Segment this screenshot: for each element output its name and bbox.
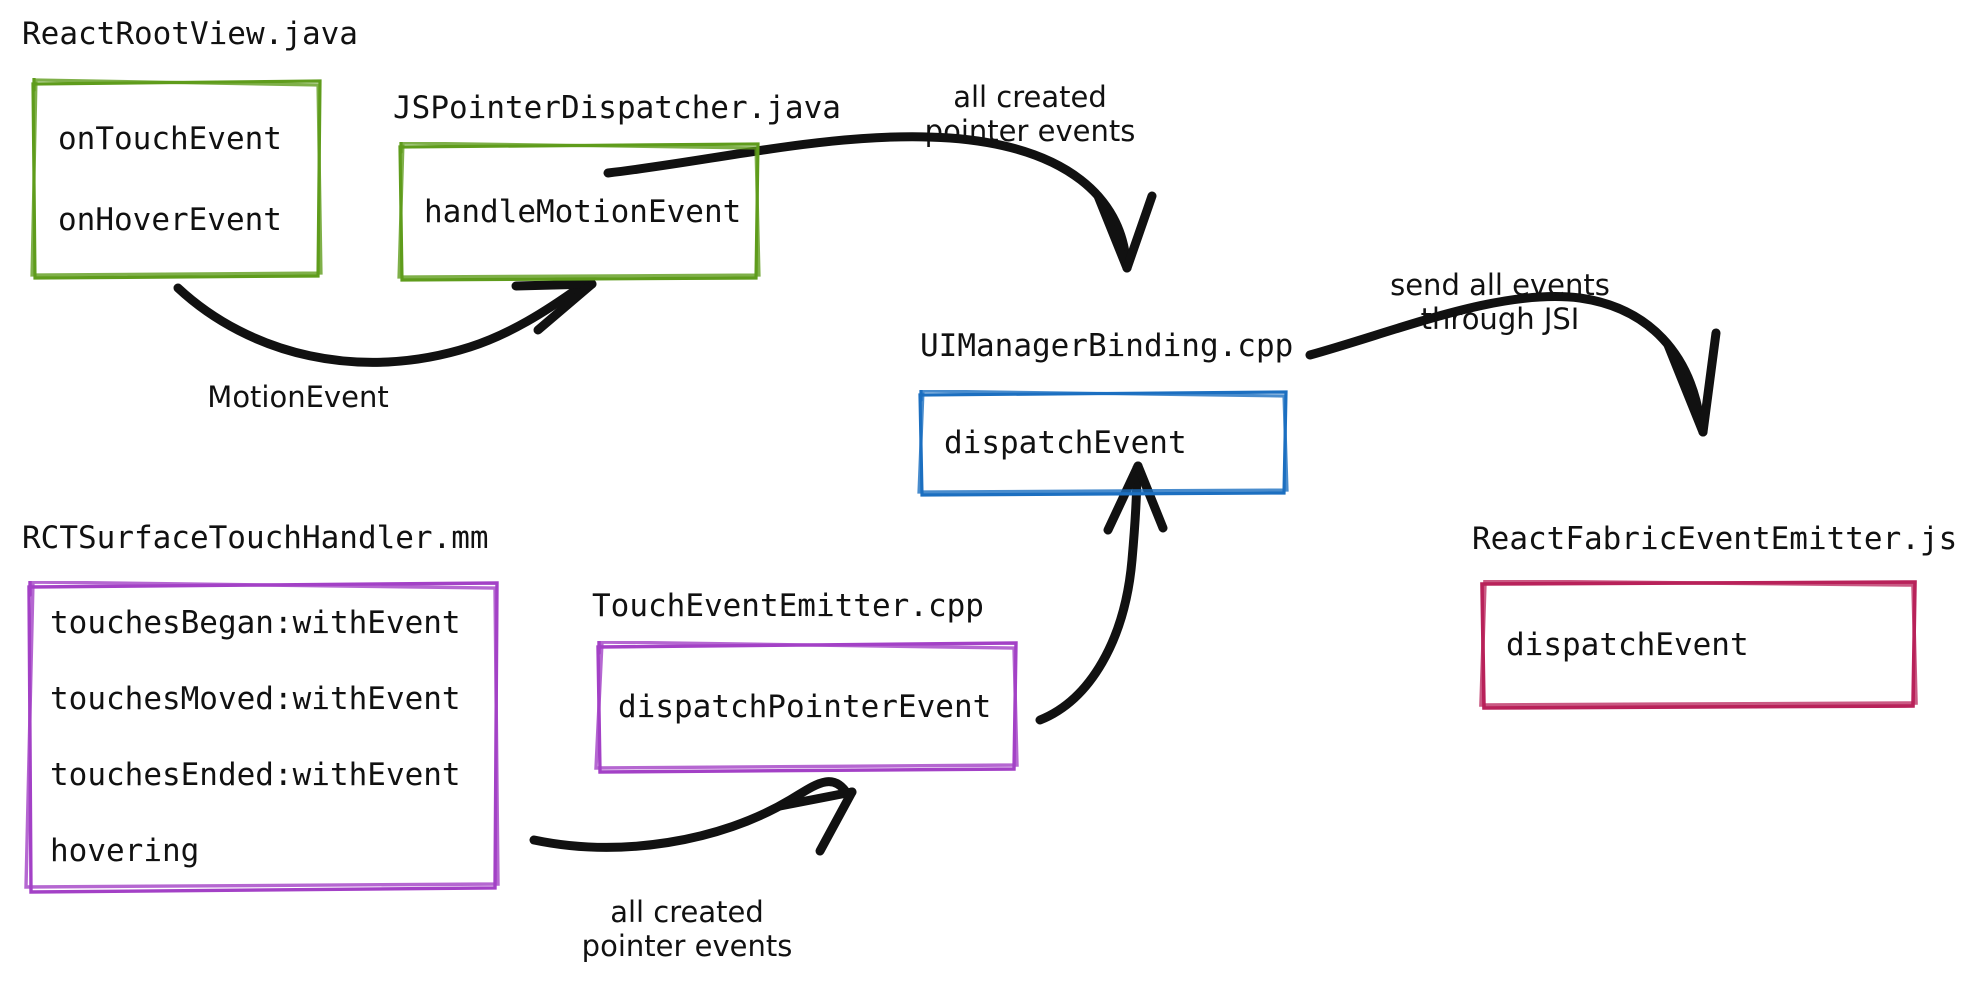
file-label-react-fabric-event-emitter: ReactFabricEventEmitter.js xyxy=(1472,521,1958,557)
node-row-touches-ended: touchesEnded:withEvent xyxy=(50,757,461,793)
node-rct-surface-touch-handler[interactable]: touchesBegan:withEvent touchesMoved:with… xyxy=(24,581,500,894)
node-rows-react-root-view: onTouchEvent onHoverEvent xyxy=(30,78,323,281)
node-rows-react-fabric-event-emitter: dispatchEvent xyxy=(1478,580,1918,710)
edge-label-ios-pointer-events: all created pointer events xyxy=(581,895,793,964)
node-row-handle-motion-event: handleMotionEvent xyxy=(424,193,742,230)
node-frame-react-fabric-event-emitter xyxy=(1479,580,1918,710)
node-rows-rct-surface-touch-handler: touchesBegan:withEvent touchesMoved:with… xyxy=(24,581,500,894)
edge-label-motion-event: MotionEvent xyxy=(207,380,389,414)
node-row-dispatch-pointer-event: dispatchPointerEvent xyxy=(618,689,992,725)
arrow-ios-pointer-events xyxy=(529,777,857,856)
node-row-on-hover-event: onHoverEvent xyxy=(58,201,282,238)
node-react-fabric-event-emitter[interactable]: dispatchEvent xyxy=(1478,580,1918,710)
file-label-rct-surface-touch-handler: RCTSurfaceTouchHandler.mm xyxy=(22,520,489,556)
node-js-pointer-dispatcher[interactable]: handleMotionEvent xyxy=(396,142,761,282)
node-rows-touch-event-emitter: dispatchPointerEvent xyxy=(594,641,1019,774)
node-touch-event-emitter[interactable]: dispatchPointerEvent xyxy=(594,641,1019,774)
node-rows-ui-manager-binding: dispatchEvent xyxy=(916,390,1289,497)
arrow-motion-event xyxy=(173,279,597,367)
node-row-hovering: hovering xyxy=(50,833,200,869)
node-row-touches-moved: touchesMoved:withEvent xyxy=(50,681,461,717)
node-row-dispatch-event-js: dispatchEvent xyxy=(1506,626,1749,663)
arrow-emitter-to-binding xyxy=(1035,461,1168,725)
edge-label-jsi-bridge: send all events through JSI xyxy=(1390,268,1610,337)
node-row-on-touch-event: onTouchEvent xyxy=(58,120,282,157)
file-label-ui-manager-binding: UIManagerBinding.cpp xyxy=(920,328,1294,364)
node-row-dispatch-event-binding: dispatchEvent xyxy=(944,425,1187,461)
node-frame-js-pointer-dispatcher xyxy=(397,142,761,282)
node-frame-ui-manager-binding xyxy=(917,390,1289,497)
node-frame-react-root-view xyxy=(30,78,323,280)
file-label-touch-event-emitter: TouchEventEmitter.cpp xyxy=(592,588,984,624)
node-frame-rct-surface-touch-handler xyxy=(24,581,500,894)
edge-label-android-pointer-events: all created pointer events xyxy=(924,80,1136,149)
node-react-root-view[interactable]: onTouchEvent onHoverEvent xyxy=(30,78,323,281)
node-row-touches-began: touchesBegan:withEvent xyxy=(50,605,461,641)
node-frame-touch-event-emitter xyxy=(594,641,1019,774)
node-rows-js-pointer-dispatcher: handleMotionEvent xyxy=(396,142,761,282)
file-label-react-root-view: ReactRootView.java xyxy=(22,16,358,52)
file-label-js-pointer-dispatcher: JSPointerDispatcher.java xyxy=(393,90,841,126)
node-ui-manager-binding[interactable]: dispatchEvent xyxy=(916,390,1289,497)
